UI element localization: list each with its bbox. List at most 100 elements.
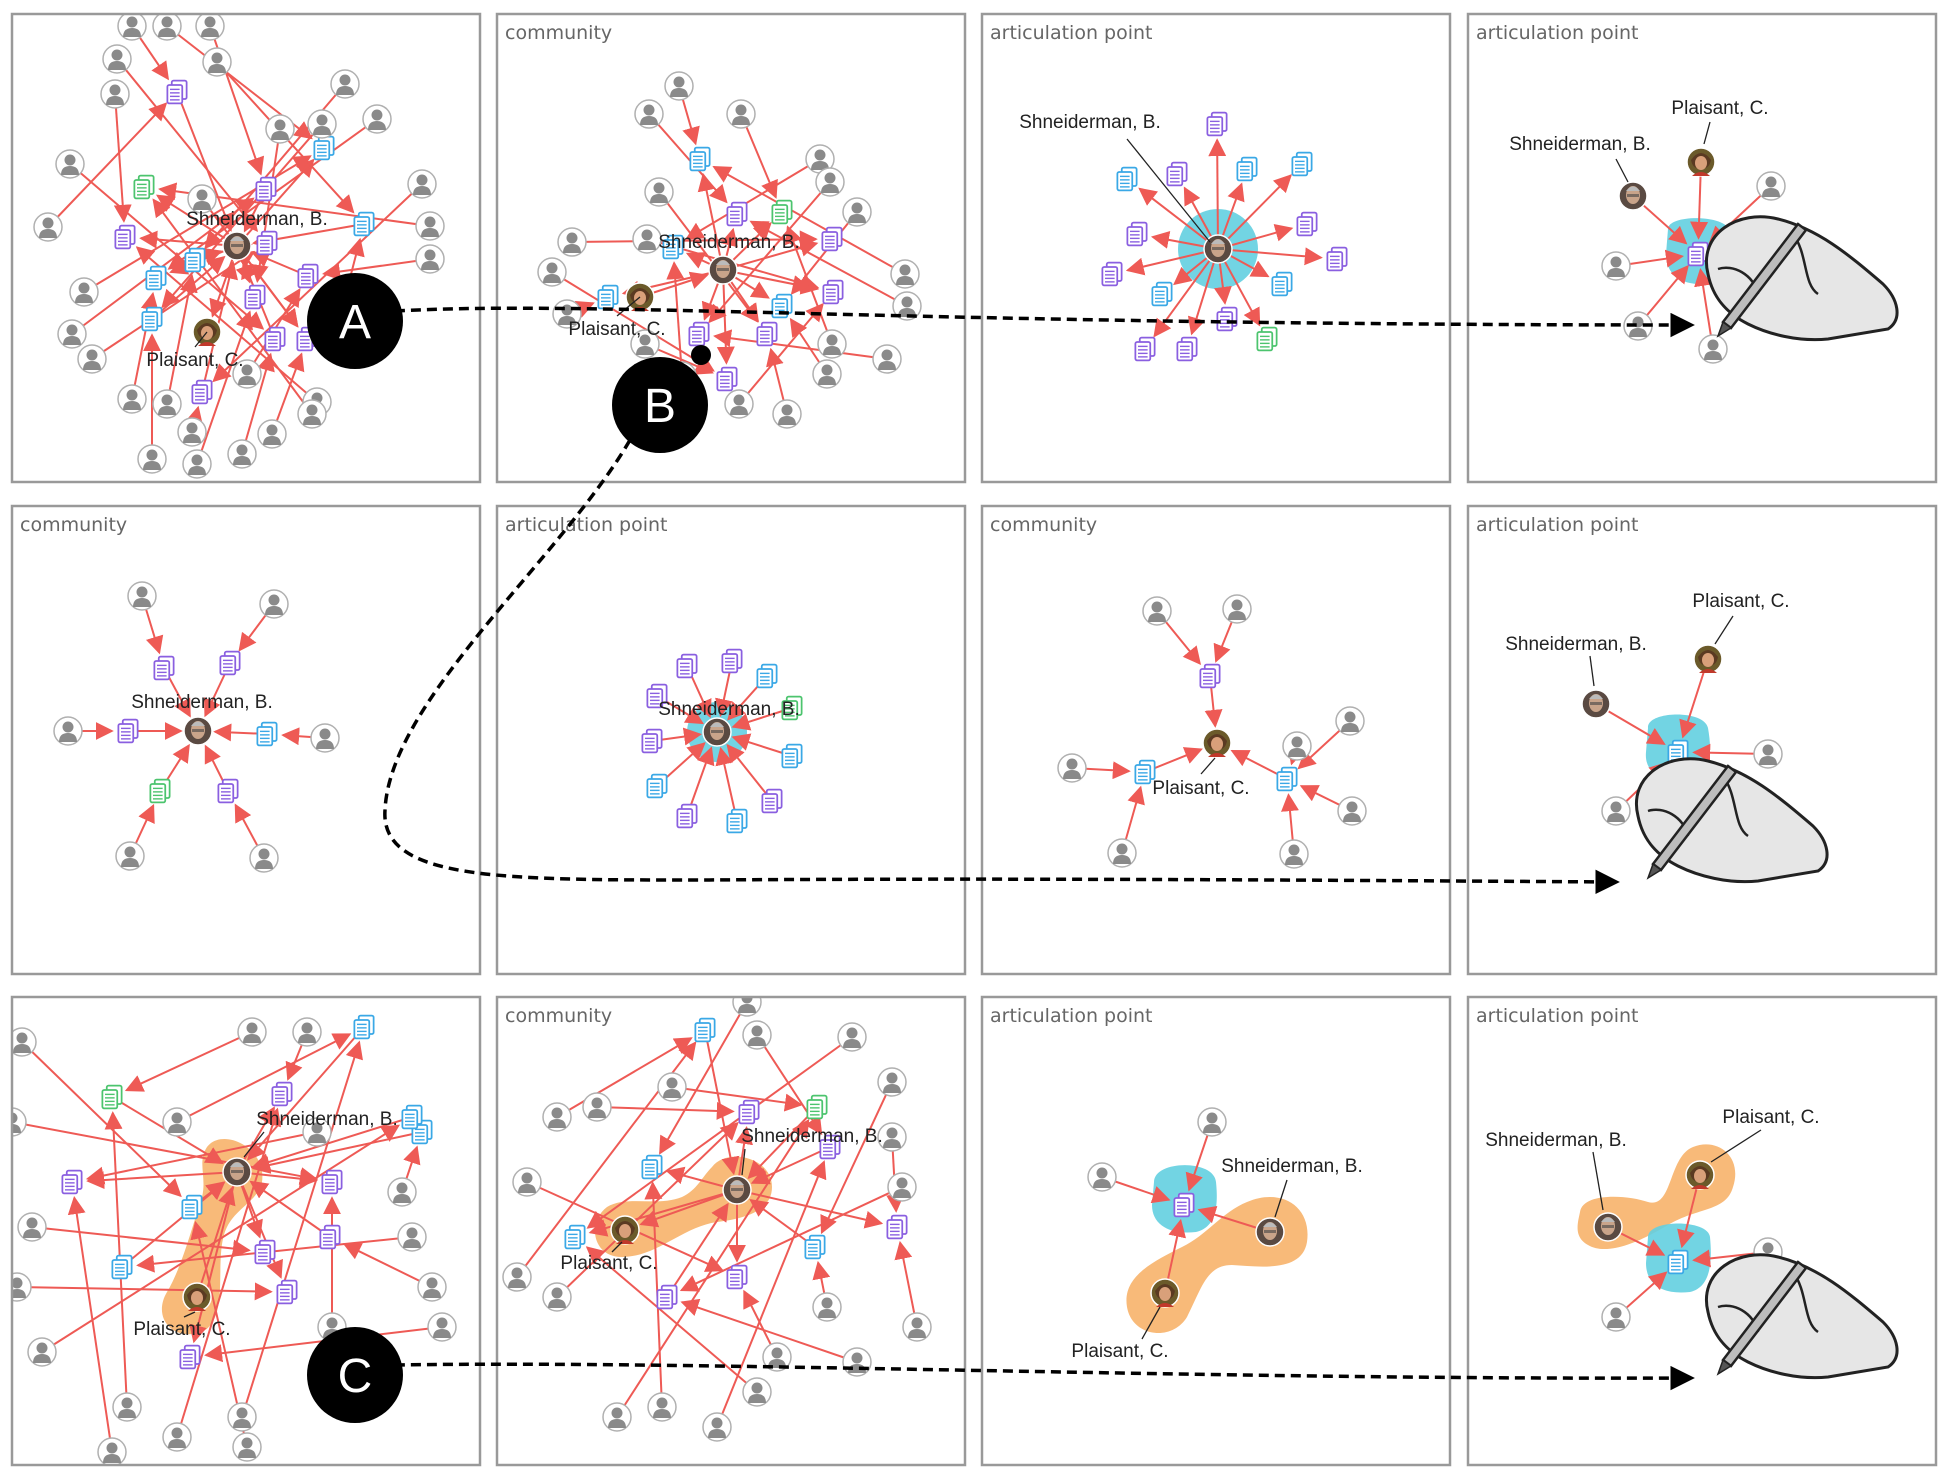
marker-c: C — [307, 1327, 403, 1423]
edge-arrow — [666, 261, 685, 377]
graph-panel: Shneiderman, B.community — [10, 504, 482, 976]
person-icon — [742, 1377, 772, 1407]
document-icon — [264, 326, 286, 352]
marker-b: B — [612, 357, 708, 453]
edge-arrow — [750, 1146, 831, 1185]
document-icon — [1151, 281, 1173, 307]
person-icon — [77, 344, 107, 374]
photo-avatar-icon — [1581, 689, 1611, 719]
person-icon — [634, 99, 664, 129]
photo-avatar-icon — [1686, 147, 1716, 177]
person-icon — [297, 399, 327, 429]
person-icon — [53, 716, 83, 746]
panel-content: Shneiderman, B.Plaisant, C. — [1071, 1107, 1363, 1362]
edge-arrow — [749, 220, 908, 307]
document-icon — [726, 201, 748, 227]
panel-content: Shneiderman, B.Plaisant, C. — [12, 1014, 457, 1465]
photo-avatar-icon — [222, 1157, 252, 1187]
person-icon — [1087, 1162, 1117, 1192]
edge-arrow — [679, 1186, 903, 1292]
node-label: Shneiderman, B. — [1485, 1130, 1627, 1151]
graph-panel: Shneiderman, B.Plaisant, C.articulation … — [980, 995, 1452, 1467]
edge-arrow — [666, 1202, 729, 1298]
hand-stylus-icon — [1635, 757, 1829, 884]
label-leader-line — [1200, 757, 1216, 775]
document-icon — [641, 728, 663, 754]
document-icon — [111, 1254, 133, 1280]
photo-avatar-icon — [1150, 1278, 1180, 1308]
person-icon — [195, 14, 225, 41]
panel-title: community — [505, 1005, 612, 1027]
label-leader-line — [1703, 121, 1711, 145]
person-icon — [162, 1107, 192, 1137]
panel-content: Shneiderman, B.Plaisant, C. — [502, 997, 932, 1442]
panel-border — [10, 995, 482, 1467]
document-icon — [756, 663, 778, 689]
panel-title: articulation point — [1476, 514, 1638, 536]
person-icon — [837, 1022, 867, 1052]
person-icon — [407, 169, 437, 199]
person-icon — [502, 1262, 532, 1292]
node-label: Shneiderman, B. — [741, 1126, 883, 1147]
panel-content: Plaisant, C.Shneiderman, B. — [1505, 591, 1829, 884]
person-icon — [232, 1432, 262, 1462]
document-icon — [1216, 306, 1238, 332]
person-icon — [162, 1422, 192, 1452]
person-icon — [1337, 796, 1367, 826]
document-icon — [1326, 246, 1348, 272]
document-icon — [114, 224, 136, 250]
document-icon — [145, 265, 167, 291]
person-icon — [702, 1412, 732, 1442]
stylus-tip — [1646, 862, 1663, 880]
document-icon — [676, 653, 698, 679]
document-icon — [1126, 221, 1148, 247]
person-icon — [397, 1222, 427, 1252]
person-icon — [362, 104, 392, 134]
person-icon — [542, 1282, 572, 1312]
marker-label: A — [339, 296, 371, 349]
edge-arrow — [738, 302, 824, 405]
person-icon — [877, 1067, 907, 1097]
document-icon — [716, 366, 738, 392]
edge-arrow — [708, 181, 831, 324]
panel-title: community — [505, 22, 612, 44]
panel-border — [495, 504, 967, 976]
edge-arrow — [820, 1081, 893, 1235]
panel-content: Shneiderman, B. — [1019, 111, 1348, 362]
label-leader-line — [1126, 138, 1211, 243]
label-leader-line — [1274, 1179, 1288, 1218]
graph-panel: Shneiderman, B.articulation point — [980, 12, 1452, 484]
panel-border — [980, 12, 1452, 484]
stylus-tip — [1716, 1358, 1733, 1376]
edge-arrow — [712, 165, 906, 275]
edge-arrow — [124, 1031, 253, 1092]
document-icon — [217, 778, 239, 804]
edge-arrow — [322, 258, 431, 281]
document-icon — [886, 1214, 908, 1240]
document-icon — [1271, 271, 1293, 297]
person-icon — [812, 1292, 842, 1322]
person-icon — [17, 1212, 47, 1242]
label-leader-line — [194, 331, 208, 348]
person-icon — [1107, 838, 1137, 868]
person-icon — [902, 1312, 932, 1342]
node-label: Shneiderman, B. — [186, 209, 328, 230]
document-icon — [806, 1094, 828, 1120]
document-icon — [149, 778, 171, 804]
panel-content: Shneiderman, B.Plaisant, C. — [33, 14, 445, 479]
node-label: Plaisant, C. — [1722, 1107, 1819, 1128]
edge-arrow — [176, 91, 234, 232]
edge-arrow — [749, 1198, 816, 1248]
edge-arrow — [196, 310, 253, 465]
edge-arrow — [790, 211, 858, 295]
document-icon — [1206, 111, 1228, 137]
node-label: Shneiderman, B. — [1019, 112, 1161, 133]
hand-stylus-icon — [1705, 1253, 1899, 1380]
person-icon — [97, 1437, 127, 1465]
person-icon — [815, 167, 845, 197]
label-leader-line — [1710, 1129, 1762, 1163]
person-icon — [127, 581, 157, 611]
document-icon — [276, 1279, 298, 1305]
photo-avatar-icon — [1255, 1217, 1285, 1247]
document-icon — [1296, 211, 1318, 237]
